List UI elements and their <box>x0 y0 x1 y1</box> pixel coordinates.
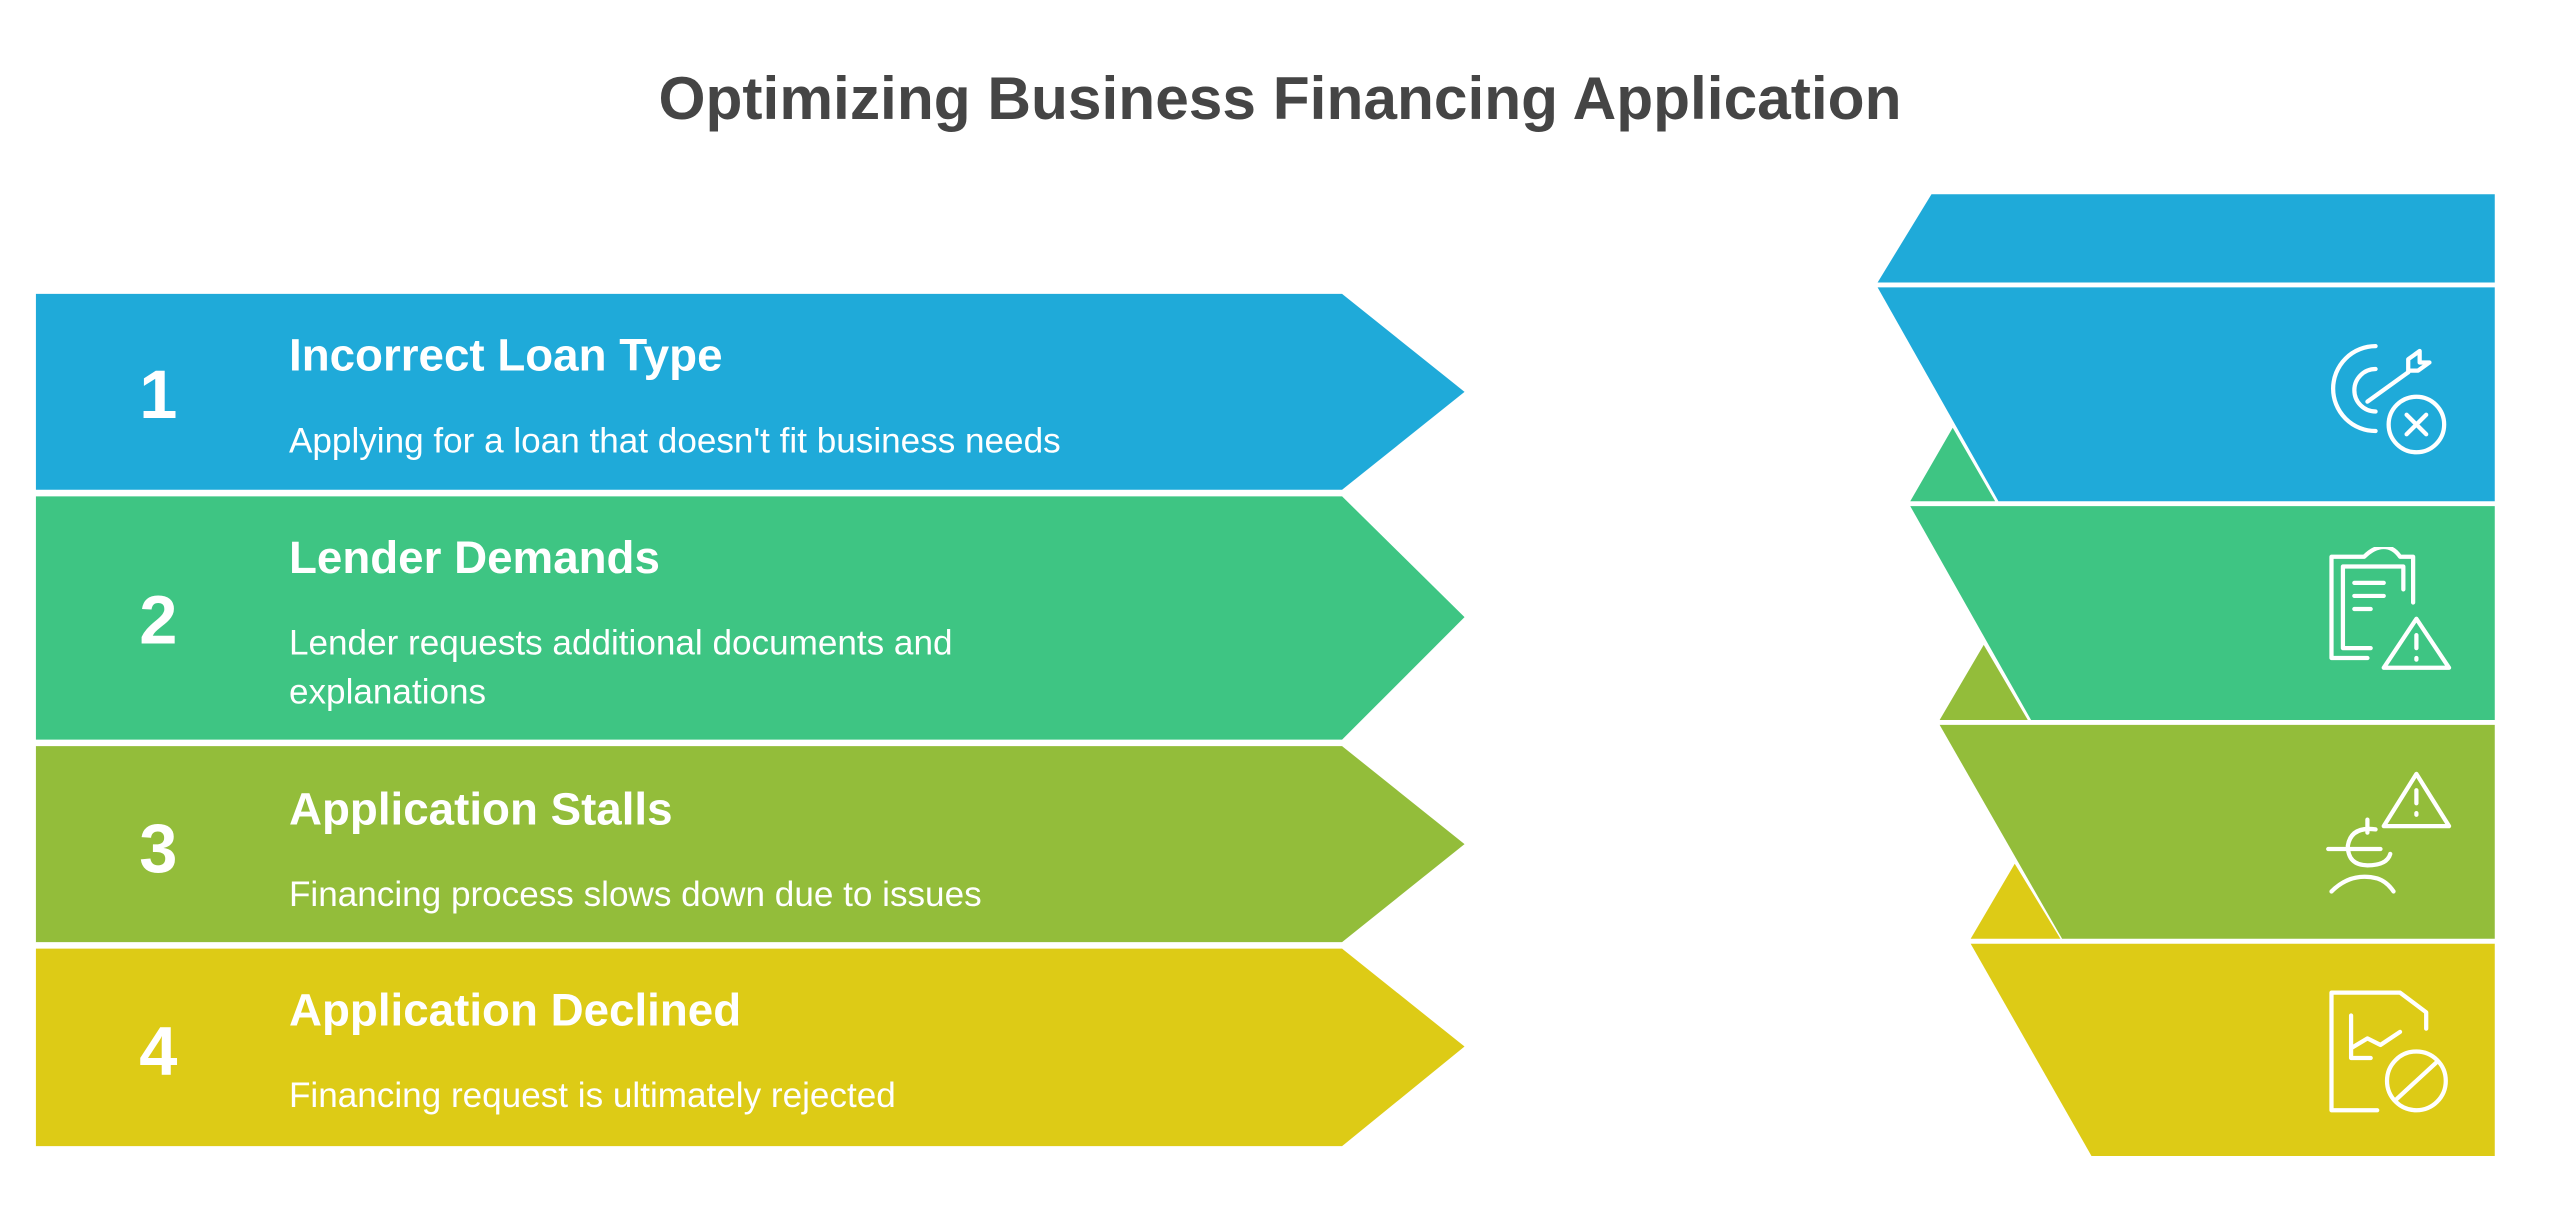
arrow-step-1 <box>35 293 1465 490</box>
step-description: Lender requests additional documents and… <box>288 623 953 712</box>
step-number: 1 <box>139 355 178 433</box>
band-step-2 <box>1910 506 2495 721</box>
step-number: 3 <box>139 809 178 887</box>
step-description: Financing process slows down due to issu… <box>288 875 982 915</box>
step-heading: Application Declined <box>288 984 742 1036</box>
target-miss-icon <box>2318 327 2455 472</box>
step-heading: Lender Demands <box>288 532 660 583</box>
top-cap <box>1877 194 2495 283</box>
chart-blocked-icon <box>2318 980 2455 1125</box>
step-heading: Application Stalls <box>288 783 673 835</box>
page-title: Optimizing Business Financing Applicatio… <box>658 65 1902 133</box>
step-description: Applying for a loan that doesn't fit bus… <box>288 421 1061 461</box>
band-step-3 <box>1939 724 2495 939</box>
arrow-step-4 <box>35 948 1465 1147</box>
triangle-green <box>1910 427 1996 502</box>
triangle-olive <box>1939 644 2028 721</box>
band-step-1 <box>1877 287 2495 502</box>
arrow-step-2 <box>35 496 1465 740</box>
step-number: 4 <box>139 1012 178 1090</box>
band-step-4 <box>1970 943 2495 1156</box>
triangle-yellow <box>1970 863 2061 939</box>
step-heading: Incorrect Loan Type <box>288 329 723 381</box>
euro-warning-icon <box>2318 764 2455 909</box>
arrow-step-3 <box>35 746 1465 943</box>
step-description: Financing request is ultimately rejected <box>288 1075 896 1116</box>
clipboard-warning-icon <box>2318 544 2455 692</box>
step-number: 2 <box>139 581 178 658</box>
